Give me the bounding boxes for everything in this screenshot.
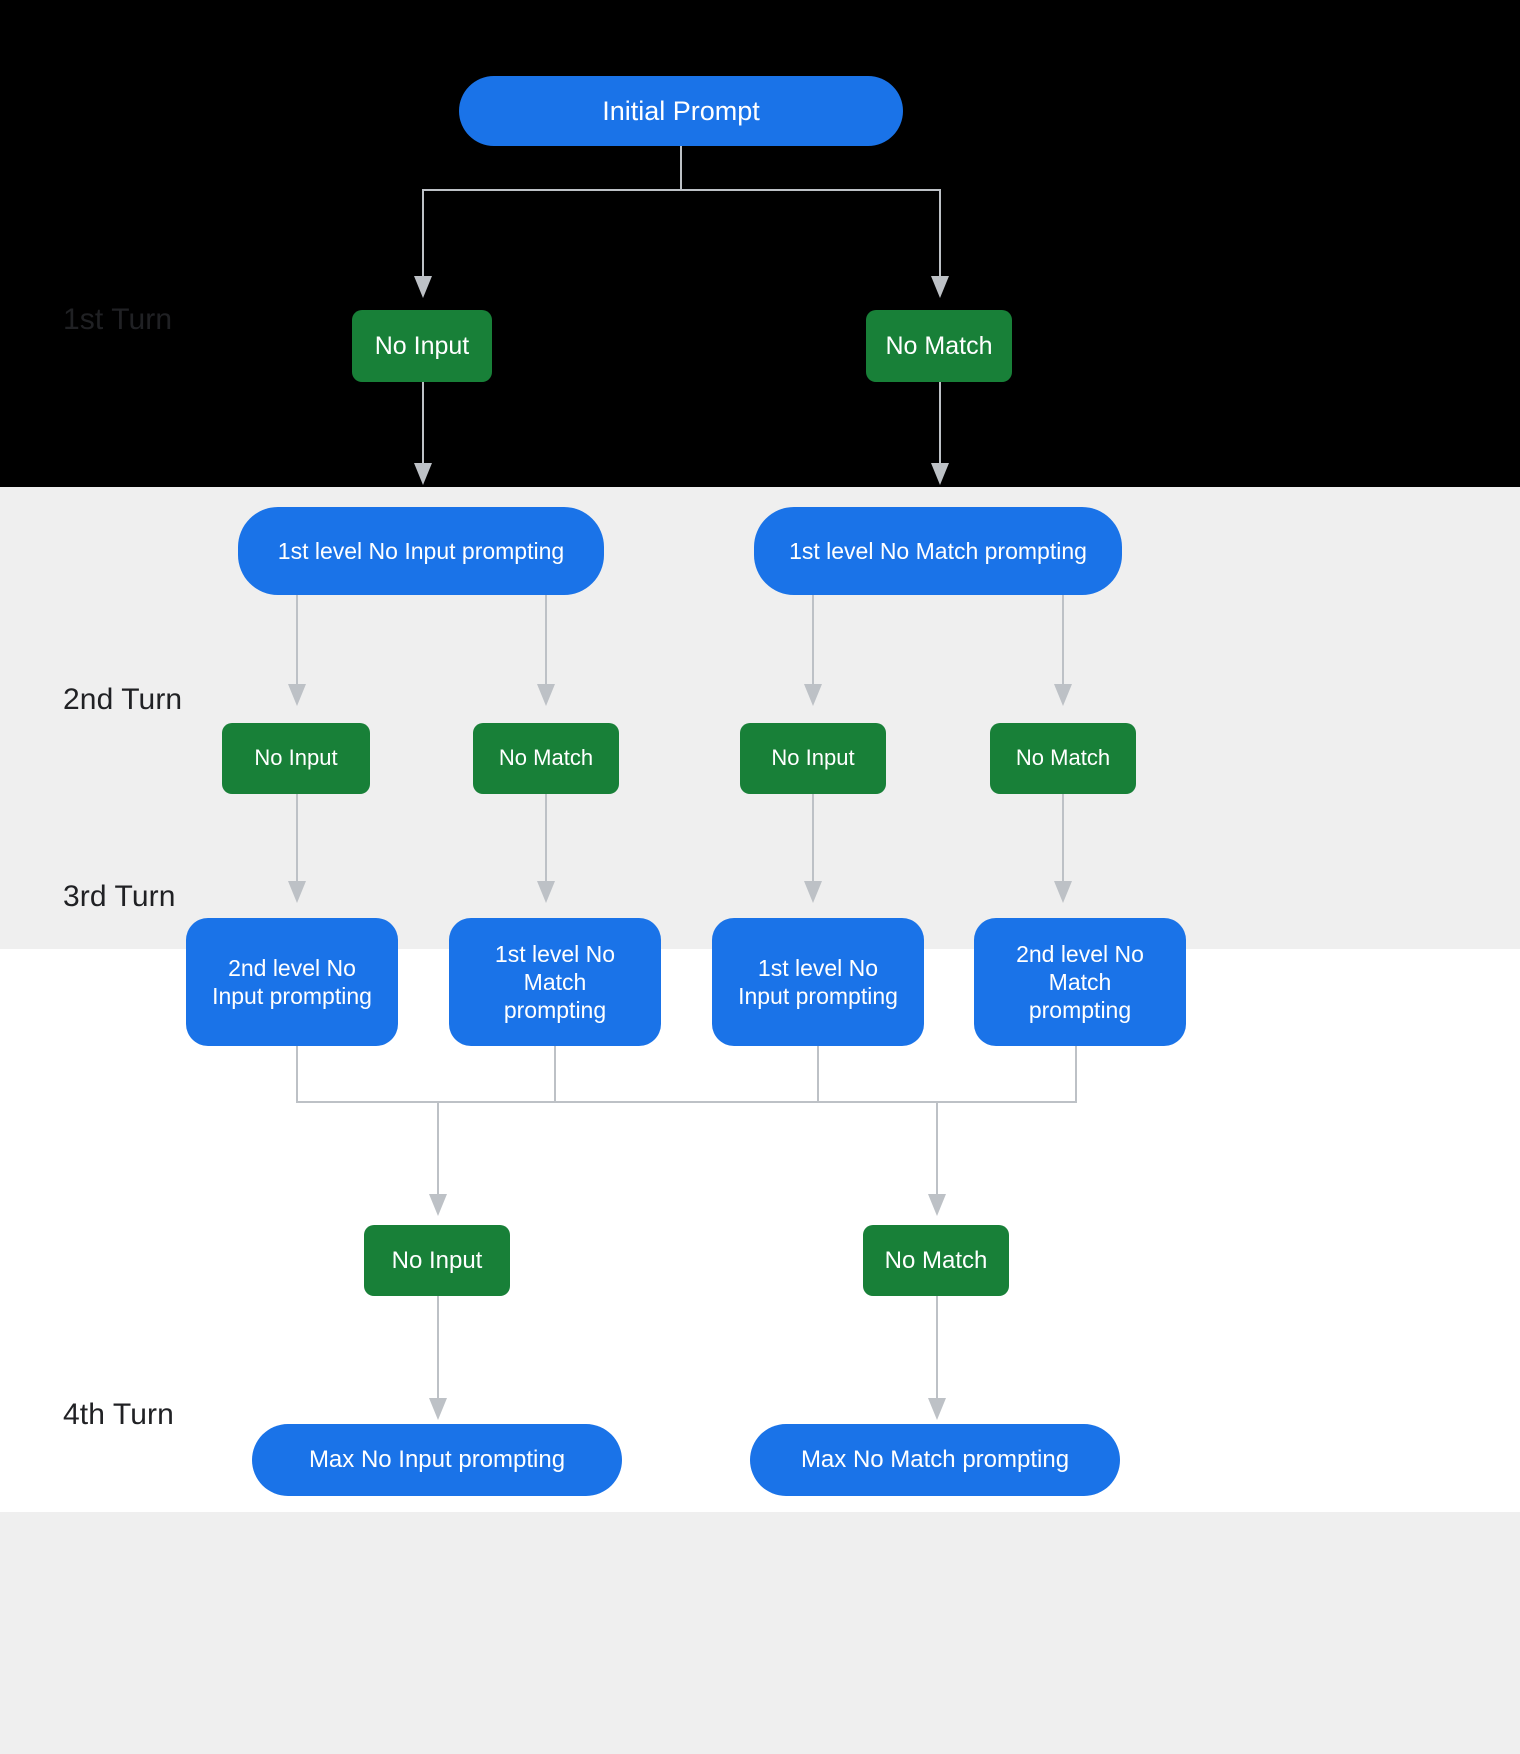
connector-to-t1-no-input — [422, 189, 424, 279]
arrowhead-t3a-right — [537, 881, 555, 903]
connector-t3a-right — [545, 794, 547, 884]
node-t4-max-no-input[interactable]: Max No Input prompting — [252, 1424, 622, 1496]
arrowhead-to-t1-no-match — [931, 276, 949, 298]
turn-label-4th: 4th Turn — [63, 1398, 174, 1431]
node-t3-prompt-1st-no-input[interactable]: 1st level No Input prompting — [712, 918, 924, 1046]
arrowhead-t3b-right — [1054, 881, 1072, 903]
merge-rail — [296, 1101, 1077, 1103]
node-t4-max-no-match[interactable]: Max No Match prompting — [750, 1424, 1120, 1496]
turn-label-1st: 1st Turn — [63, 303, 173, 336]
node-t2-no-match-b[interactable]: No Match — [990, 723, 1136, 794]
node-t2-no-input-a[interactable]: No Input — [222, 723, 370, 794]
connector-t2b-left — [812, 595, 814, 687]
connector-initial-split — [422, 189, 940, 191]
connector-t2a-left — [296, 595, 298, 687]
connector-to-t1-no-match — [939, 189, 941, 279]
connector-t2b-right — [1062, 595, 1064, 687]
turn-label-3rd: 3rd Turn — [63, 880, 176, 913]
connector-t3b-left — [812, 794, 814, 884]
connector-t3b-right — [1062, 794, 1064, 884]
arrowhead-t1-no-input-down — [414, 463, 432, 485]
connector-t2a-right — [545, 595, 547, 687]
connector-initial-stem — [680, 144, 682, 190]
arrowhead-t2b-right — [1054, 684, 1072, 706]
connector-t4-no-input — [437, 1296, 439, 1401]
node-t2-no-input-b[interactable]: No Input — [740, 723, 886, 794]
arrowhead-t3b-left — [804, 881, 822, 903]
arrowhead-merge-to-no-match — [928, 1194, 946, 1216]
node-t2-prompt-no-match[interactable]: 1st level No Match prompting — [754, 507, 1122, 595]
node-t3-prompt-2nd-no-input[interactable]: 2nd level No Input prompting — [186, 918, 398, 1046]
arrowhead-t2a-right — [537, 684, 555, 706]
node-t1-no-input[interactable]: No Input — [352, 310, 492, 382]
node-t1-no-match[interactable]: No Match — [866, 310, 1012, 382]
connector-t1-no-input-down — [422, 381, 424, 466]
connector-t3a-left — [296, 794, 298, 884]
merge-stem-3 — [817, 1046, 819, 1102]
connector-merge-to-no-input — [437, 1101, 439, 1197]
node-t3-prompt-2nd-no-match[interactable]: 2nd level No Match prompting — [974, 918, 1186, 1046]
node-t3-prompt-1st-no-match[interactable]: 1st level No Match prompting — [449, 918, 661, 1046]
merge-stem-1 — [296, 1046, 298, 1102]
node-initial-prompt[interactable]: Initial Prompt — [459, 76, 903, 146]
arrowhead-t2a-left — [288, 684, 306, 706]
arrowhead-t2b-left — [804, 684, 822, 706]
node-t2-no-match-a[interactable]: No Match — [473, 723, 619, 794]
arrowhead-merge-to-no-input — [429, 1194, 447, 1216]
merge-stem-4 — [1075, 1046, 1077, 1102]
arrowhead-t3a-left — [288, 881, 306, 903]
connector-t1-no-match-down — [939, 381, 941, 466]
merge-stem-2 — [554, 1046, 556, 1102]
connector-merge-to-no-match — [936, 1101, 938, 1197]
turn-band-1 — [0, 0, 1520, 487]
arrowhead-t4-no-input — [429, 1398, 447, 1420]
arrowhead-to-t1-no-input — [414, 276, 432, 298]
turn-label-2nd: 2nd Turn — [63, 683, 183, 716]
node-t2-prompt-no-input[interactable]: 1st level No Input prompting — [238, 507, 604, 595]
node-t3-no-input[interactable]: No Input — [364, 1225, 510, 1296]
arrowhead-t4-no-match — [928, 1398, 946, 1420]
node-t3-no-match[interactable]: No Match — [863, 1225, 1009, 1296]
connector-t4-no-match — [936, 1296, 938, 1401]
arrowhead-t1-no-match-down — [931, 463, 949, 485]
turn-band-4 — [0, 1512, 1520, 1754]
